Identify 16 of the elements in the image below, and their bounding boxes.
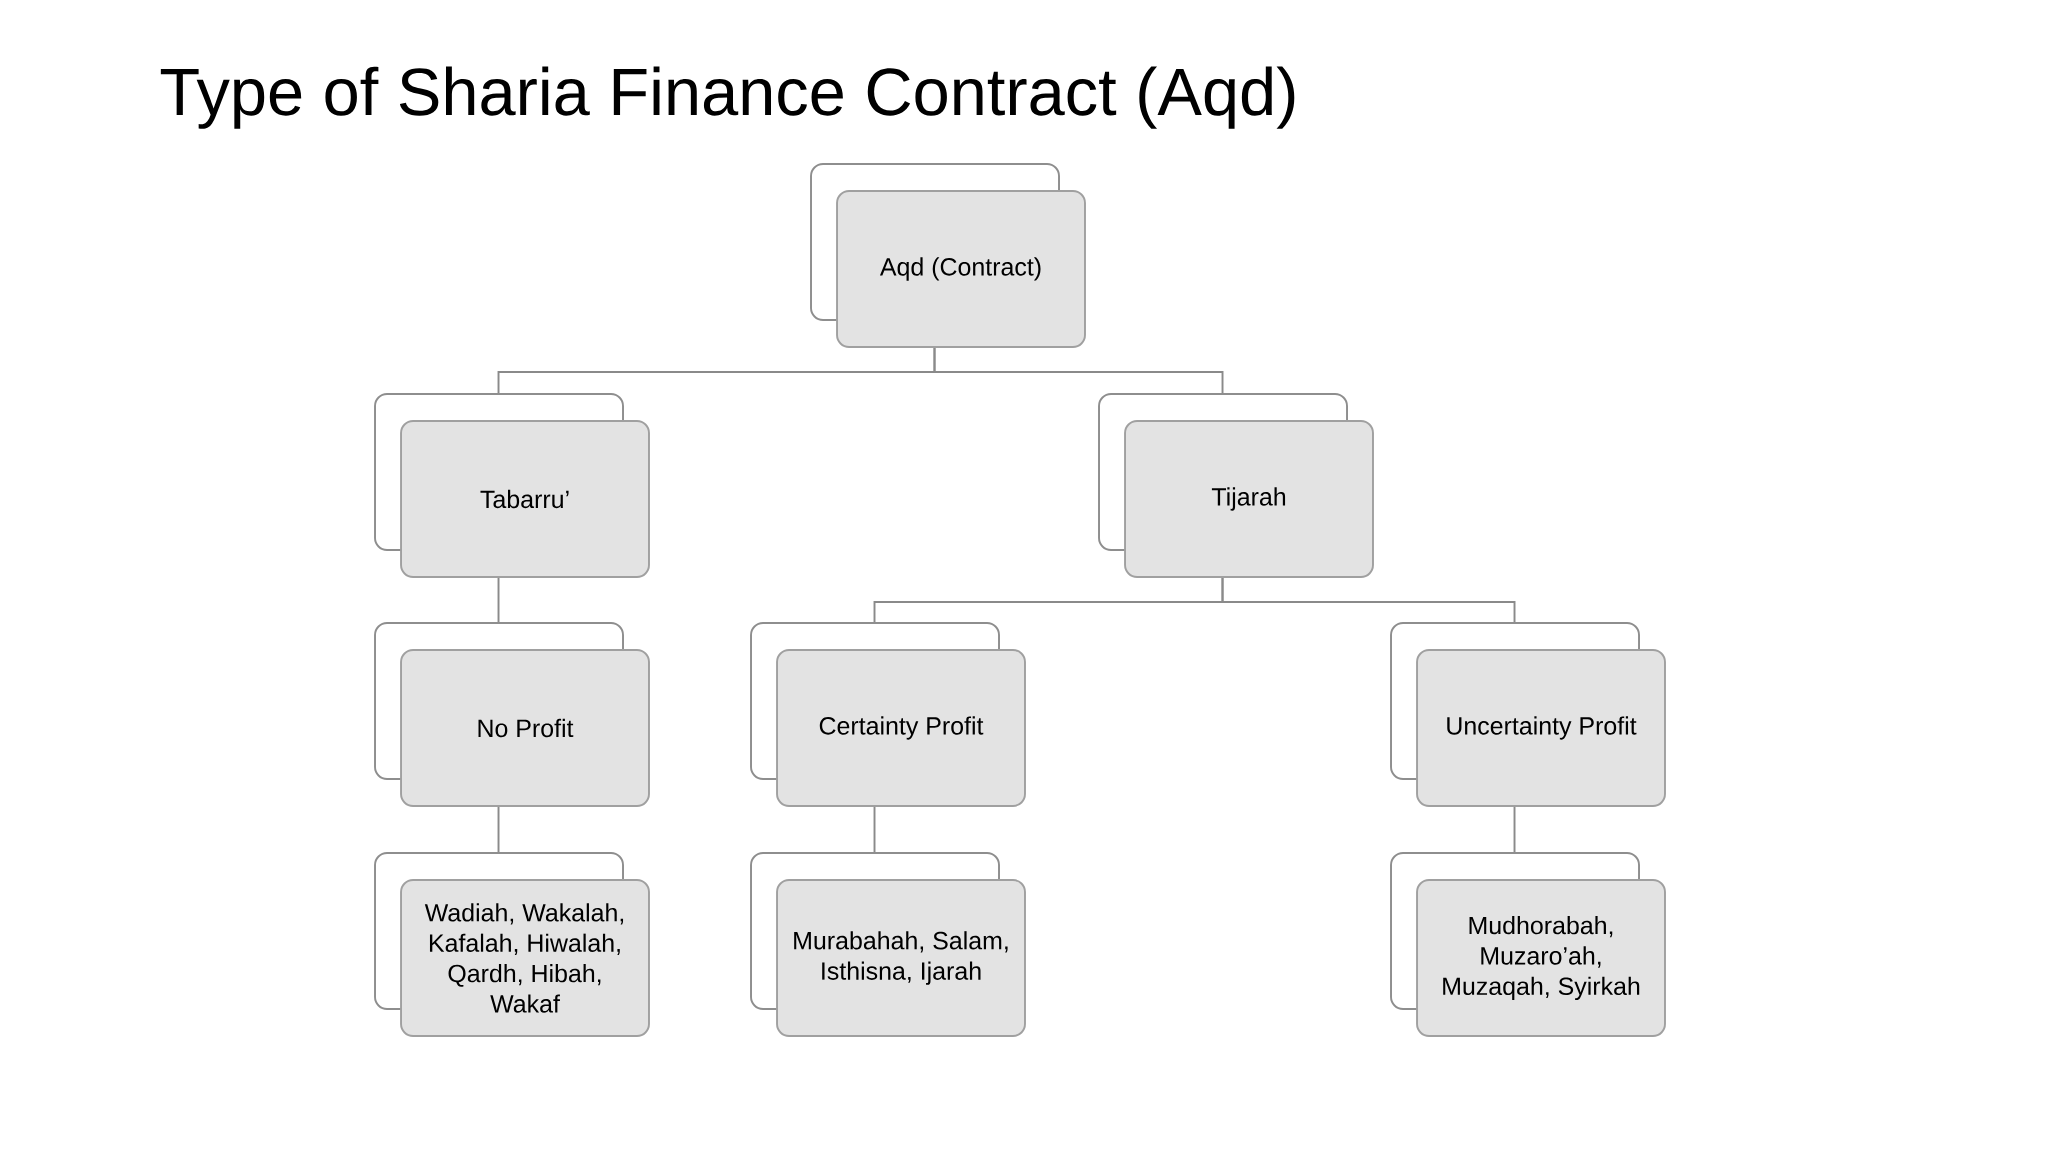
- stacked-box: Mudhorabah, Muzaro’ah, Muzaqah, Syirkah: [1390, 852, 1666, 1037]
- stacked-box: Uncertainty Profit: [1390, 622, 1666, 807]
- title: Type of Sharia Finance Contract (Aqd): [160, 66, 1295, 129]
- connector-line: [1513, 806, 1516, 853]
- stacked-box: Tabarru’: [374, 393, 650, 578]
- connector-line: [497, 806, 500, 853]
- stacked-box: Murabahah, Salam, Isthisna, Ijarah: [750, 852, 1026, 1037]
- connector-line: [873, 806, 876, 853]
- stacked-box: Tijarah: [1098, 393, 1374, 578]
- stacked-box: Wadiah, Wakalah, Kafalah, Hiwalah, Qardh, Hibah, Wakaf: [374, 852, 650, 1037]
- connector-line: [497, 577, 500, 623]
- connector-line: [1221, 577, 1516, 623]
- stacked-box: No Profit: [374, 622, 650, 807]
- connector-line: [933, 347, 1224, 394]
- stacked-box: Aqd (Contract): [810, 163, 1086, 348]
- stacked-box: Certainty Profit: [750, 622, 1026, 807]
